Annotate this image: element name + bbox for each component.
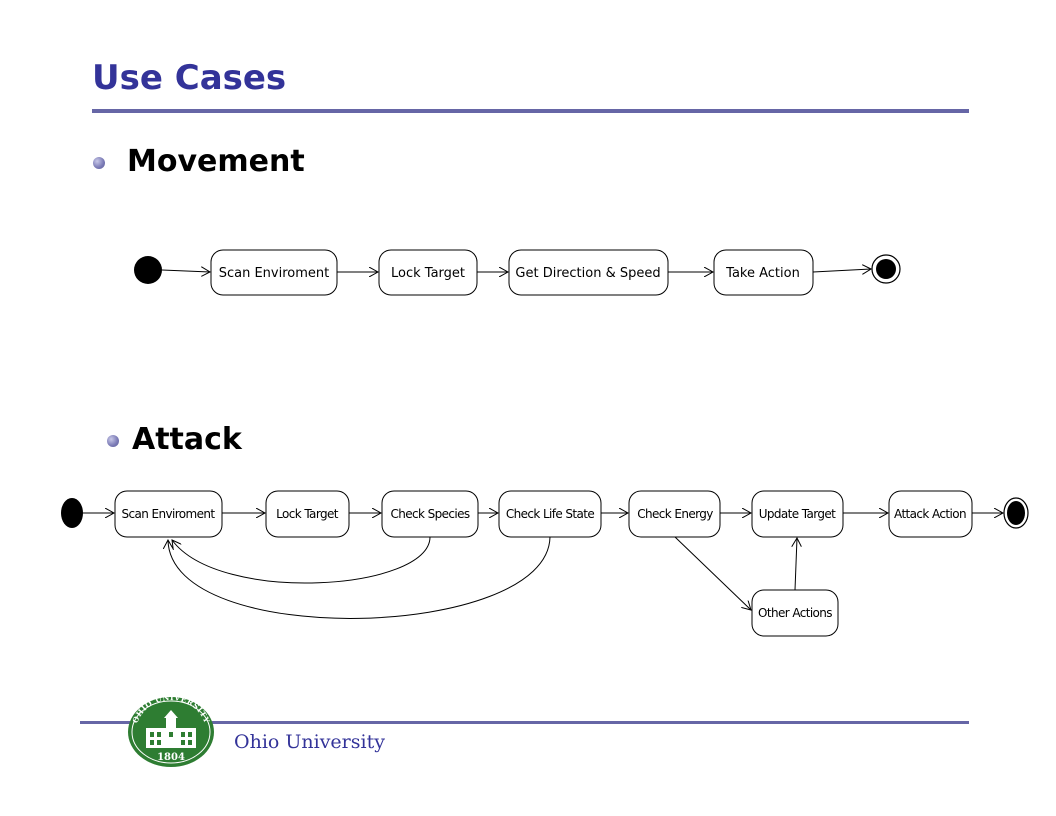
svg-text:Check Life State: Check Life State	[506, 507, 595, 521]
slide-title: Use Cases	[92, 58, 287, 98]
movement-node-lock: Lock Target	[378, 249, 478, 296]
svg-text:Lock Target: Lock Target	[391, 266, 465, 281]
attack-node-energy: Check Energy	[628, 490, 721, 538]
attack-node-life-state: Check Life State	[498, 490, 602, 538]
movement-edge	[161, 270, 210, 272]
attack-bullet	[107, 435, 119, 447]
movement-label: Movement	[127, 144, 305, 179]
attack-node-scan: Scan Enviroment	[114, 490, 223, 538]
svg-text:Check Species: Check Species	[390, 507, 469, 521]
svg-text:Lock Target: Lock Target	[276, 507, 339, 521]
footer-rule-right	[212, 721, 969, 724]
movement-diagram: Scan Enviroment Lock Target Get Directio…	[134, 249, 901, 296]
attack-node-attack-action: Attack Action	[888, 490, 973, 538]
movement-node-action: Take Action	[713, 249, 814, 296]
attack-node-lock: Lock Target	[265, 490, 350, 538]
movement-end-node	[871, 254, 901, 284]
movement-node-scan: Scan Enviroment	[210, 249, 338, 296]
attack-diagram: Scan Enviroment Lock Target Check Specie…	[61, 490, 1029, 637]
movement-edge	[812, 269, 871, 272]
svg-text:Other Actions: Other Actions	[758, 606, 832, 620]
footer-rule-left	[80, 721, 130, 724]
attack-node-other-actions: Other Actions	[751, 589, 839, 637]
movement-bullet	[93, 157, 105, 169]
attack-node-update-target: Update Target	[751, 490, 844, 538]
title-divider	[92, 109, 969, 113]
svg-text:1804: 1804	[157, 752, 185, 763]
attack-loop-edge	[168, 536, 551, 619]
ohio-university-seal: OHIO UNIVERSITY 1804	[128, 694, 214, 767]
attack-loop-edge	[172, 536, 431, 584]
svg-text:Update Target: Update Target	[759, 507, 836, 521]
svg-text:Attack Action: Attack Action	[894, 507, 966, 521]
attack-end-node	[1003, 497, 1029, 529]
attack-node-species: Check Species	[381, 490, 479, 538]
svg-text:Check Energy: Check Energy	[637, 507, 713, 521]
svg-text:Get Direction & Speed: Get Direction & Speed	[515, 266, 660, 281]
attack-edge	[795, 538, 797, 591]
movement-node-direction: Get Direction & Speed	[508, 249, 669, 296]
attack-label: Attack	[132, 422, 242, 457]
footer-university-name: Ohio University	[234, 731, 385, 753]
svg-text:Take Action: Take Action	[725, 266, 800, 281]
svg-text:Scan Enviroment: Scan Enviroment	[121, 507, 215, 521]
svg-text:Scan Enviroment: Scan Enviroment	[219, 266, 330, 281]
movement-start-node	[134, 256, 162, 284]
attack-edge	[674, 536, 751, 610]
attack-start-node	[61, 498, 83, 528]
